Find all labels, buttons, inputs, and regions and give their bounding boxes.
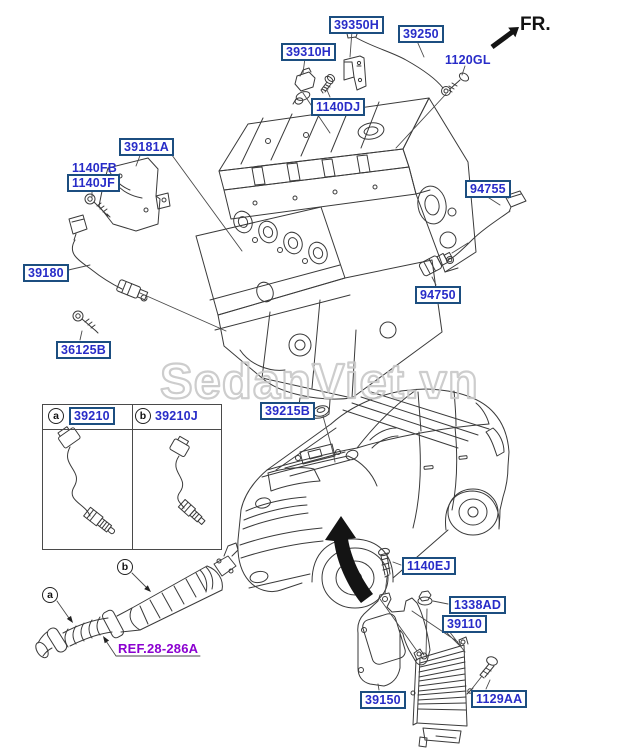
- ecu-bracket-39150: [357, 592, 431, 687]
- catalytic-converter-illustration: [35, 542, 239, 659]
- part-label-39350H[interactable]: 39350H: [329, 16, 384, 34]
- oxygen-sensor-variant-table: [42, 404, 222, 550]
- reference-label[interactable]: REF.28-286A: [118, 641, 199, 656]
- part-label-39181A[interactable]: 39181A: [119, 138, 174, 156]
- part-label-1338AD[interactable]: 1338AD: [449, 596, 507, 614]
- part-label-39215B[interactable]: 39215B: [260, 402, 315, 420]
- exhaust-callout-a-badge: a: [42, 587, 58, 603]
- ecu-module-39110: [410, 636, 474, 748]
- table-column-divider: [132, 405, 133, 549]
- bolt-1140JF: [84, 193, 111, 218]
- part-label-94750[interactable]: 94750: [415, 286, 461, 304]
- part-label-36125B[interactable]: 36125B: [56, 341, 111, 359]
- part-label-39310H[interactable]: 39310H: [281, 43, 336, 61]
- bolt-1140DJ: [320, 74, 336, 94]
- location-arrow-icon: [325, 516, 373, 603]
- part-label-94755[interactable]: 94755: [465, 180, 511, 198]
- watermark: SedanViet.vn: [160, 355, 479, 409]
- bolt-1120GL: [448, 72, 470, 93]
- exhaust-callout-b-badge: b: [117, 559, 133, 575]
- part-label-39250[interactable]: 39250: [398, 25, 444, 43]
- nut-1338AD: [417, 590, 433, 606]
- fr-direction-label: FR.: [520, 14, 551, 35]
- bolt-1129AA: [479, 656, 498, 679]
- part-label-39150[interactable]: 39150: [360, 691, 406, 709]
- part-label-1140FB[interactable]: 1140FB: [72, 161, 117, 175]
- part-label-39110[interactable]: 39110: [442, 615, 488, 633]
- part-label-1120GL[interactable]: 1120GL: [445, 53, 491, 67]
- engine-illustration: [195, 97, 477, 419]
- crankshaft-position-sensor-39180: [68, 214, 149, 302]
- bolt-36125B: [72, 310, 99, 334]
- callout-a-badge: a: [48, 408, 64, 424]
- vehicle-illustration: [237, 388, 510, 609]
- bracket-39350H: [343, 55, 367, 91]
- camshaft-position-sensor-39310H: [292, 67, 316, 105]
- oxygen-sensor-b-illustration: [169, 435, 206, 525]
- leader-arrowheads: [66, 585, 151, 644]
- part-label-1140EJ[interactable]: 1140EJ: [402, 557, 456, 575]
- oil-pressure-sensor-94750: [418, 251, 453, 277]
- callout-b-badge: b: [135, 408, 151, 424]
- bolt-1140EJ: [378, 547, 391, 578]
- part-label-1140DJ[interactable]: 1140DJ: [311, 98, 366, 116]
- part-label-1129AA[interactable]: 1129AA: [471, 690, 528, 708]
- knock-sensor-harness-94755: [446, 190, 527, 264]
- part-label-39180[interactable]: 39180: [23, 264, 69, 282]
- part-label-39210J[interactable]: 39210J: [155, 409, 198, 423]
- fr-direction-arrow-icon: [490, 27, 519, 49]
- part-label-39210[interactable]: 39210: [69, 407, 115, 425]
- part-label-1140JF[interactable]: 1140JF: [67, 174, 120, 192]
- table-header-divider: [43, 429, 221, 430]
- leader-lines: [56, 30, 501, 691]
